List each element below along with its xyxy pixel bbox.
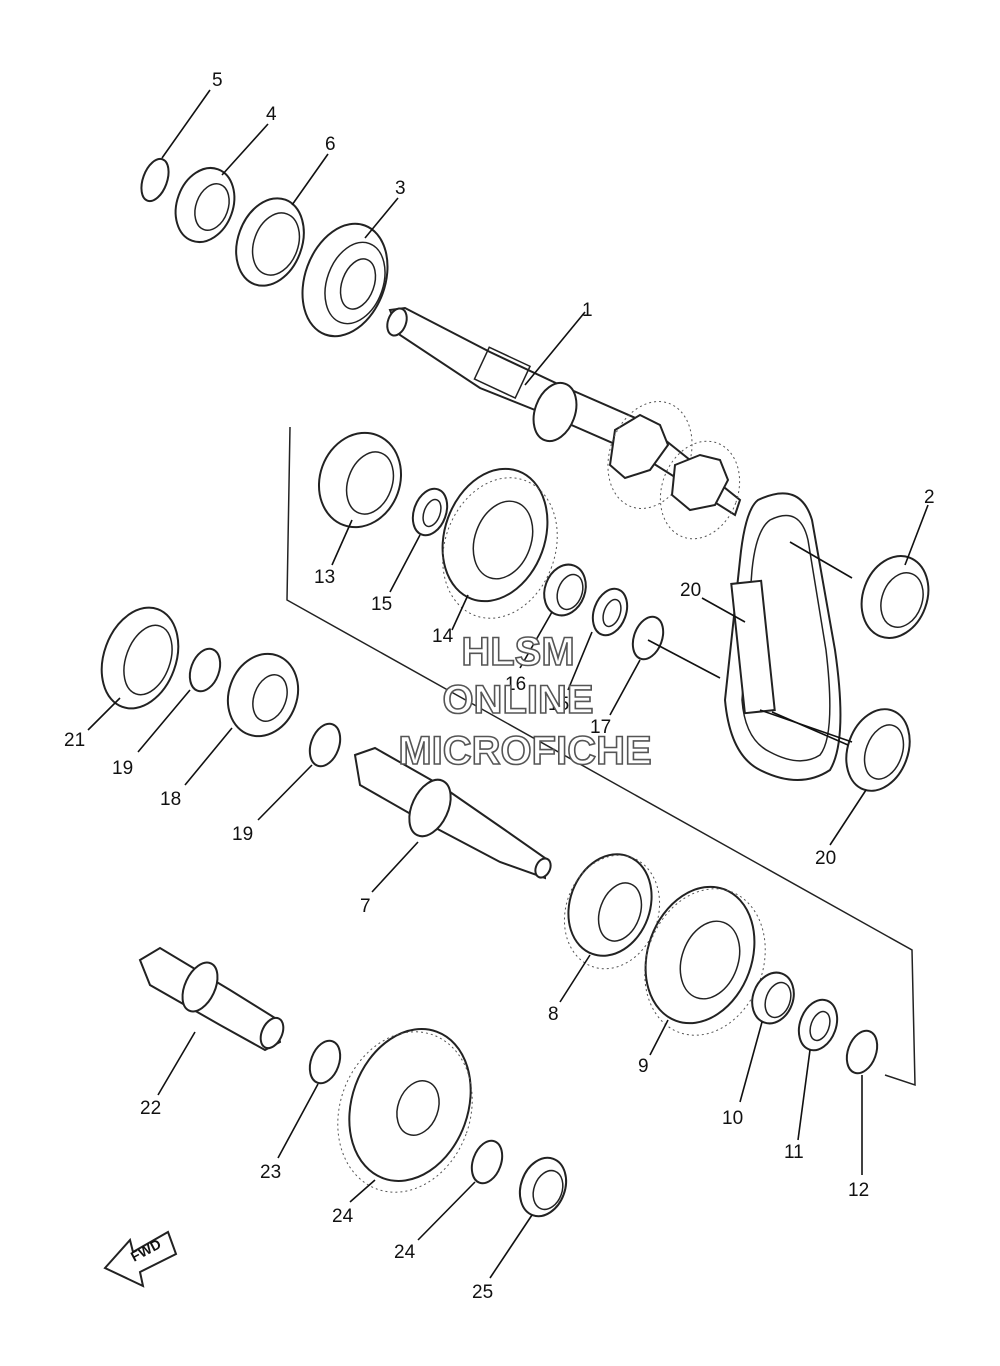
callout-14: 14 <box>432 626 454 647</box>
part-15-washer-upper <box>411 487 449 537</box>
part-24-circlip-upper <box>308 1039 342 1085</box>
callout-9: 9 <box>638 1056 649 1077</box>
part-12-circlip <box>845 1029 879 1075</box>
part-3-bearing <box>301 222 389 338</box>
part-16-needle-bearing <box>543 563 587 617</box>
part-24-circlip-lower <box>470 1139 504 1185</box>
part-23-shaft <box>138 946 285 1052</box>
callout-19-lower: 19 <box>232 824 253 845</box>
assembly-bracket <box>286 426 916 1087</box>
callout-25: 24 <box>332 1206 354 1227</box>
part-15-washer-lower <box>591 587 629 637</box>
part-7-shaft <box>353 746 552 880</box>
watermark: HLSM ONLINE MICROFICHE <box>398 629 653 774</box>
callout-11: 11 <box>784 1142 804 1163</box>
callout-19-upper: 19 <box>112 758 133 779</box>
callout-13: 13 <box>314 567 335 588</box>
part-26-bushing <box>518 1156 568 1218</box>
part-21-bearing <box>100 606 180 710</box>
forward-direction-arrow: FWD <box>103 1230 178 1288</box>
callout-18: 18 <box>160 789 181 810</box>
callout-22: 20 <box>680 580 701 601</box>
part-22-chain <box>723 492 842 781</box>
fwd-arrow-icon <box>103 1230 178 1288</box>
part-18-dog <box>226 652 300 738</box>
part-20-bearing <box>845 708 911 792</box>
watermark-line-3: MICROFICHE <box>398 729 651 773</box>
part-17-circlip <box>631 615 665 661</box>
callout-20: 20 <box>815 848 836 869</box>
callout-7: 7 <box>360 896 371 917</box>
part-2-bearing <box>860 555 930 639</box>
callout-6: 6 <box>325 134 336 155</box>
part-10-needle-bearing <box>751 971 795 1025</box>
callout-12: 12 <box>848 1180 869 1201</box>
watermark-line-2: ONLINE <box>442 678 593 722</box>
callout-10: 10 <box>722 1108 743 1129</box>
leader-lines <box>87 89 929 1279</box>
callout-labels: 5 4 6 3 1 2 13 15 14 20 16 15 17 21 19 1… <box>64 70 935 1303</box>
part-13-dog-clutch <box>317 431 403 529</box>
callout-5: 5 <box>212 70 223 91</box>
callout-17: 17 <box>590 717 611 738</box>
callout-16: 16 <box>505 674 526 695</box>
callout-4: 4 <box>266 104 277 125</box>
part-6-collar <box>235 197 305 287</box>
part-25-gear <box>337 1028 473 1193</box>
callout-15-lower: 15 <box>548 694 569 715</box>
callout-3: 3 <box>395 178 406 199</box>
part-8-gear <box>563 853 661 970</box>
callout-21: 21 <box>64 730 85 751</box>
callout-1: 1 <box>582 300 593 321</box>
callout-26: 25 <box>472 1282 493 1303</box>
part-11-washer <box>797 998 839 1052</box>
part-4-oil-seal <box>174 167 236 243</box>
callout-8: 8 <box>548 1004 559 1025</box>
part-1-main-axle <box>386 306 742 540</box>
part-19-circlip-upper <box>188 647 222 693</box>
callout-15-upper: 15 <box>371 594 392 615</box>
part-19-circlip-lower <box>308 722 342 768</box>
part-9-gear <box>644 885 766 1036</box>
callout-24-lower: 24 <box>394 1242 416 1263</box>
callout-24-upper: 23 <box>260 1162 281 1183</box>
watermark-line-1: HLSM <box>461 630 574 674</box>
callout-2: 2 <box>924 487 935 508</box>
part-5-o-ring <box>140 157 170 203</box>
part-14-gear <box>441 467 558 619</box>
callout-23: 22 <box>140 1098 161 1119</box>
